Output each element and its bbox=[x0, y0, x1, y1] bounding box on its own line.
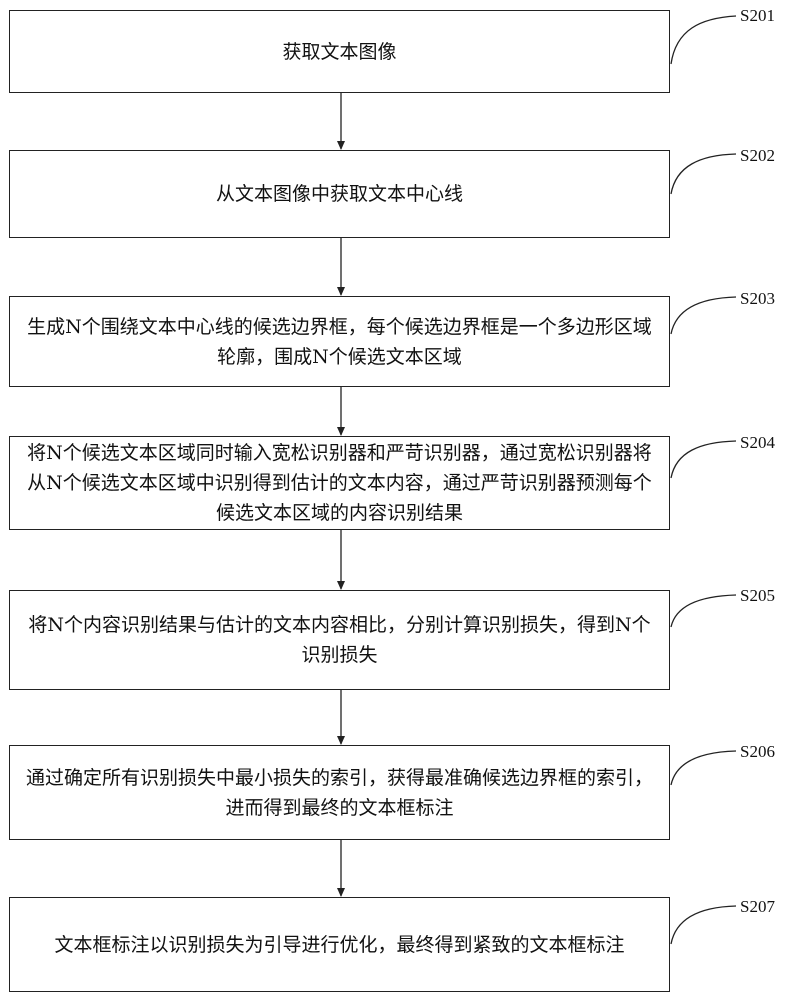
step-text: 文本框标注以识别损失为引导进行优化，最终得到紧致的文本框标注 bbox=[54, 933, 625, 956]
step-label-s201: S201 bbox=[740, 6, 775, 25]
step-box-s201: 获取文本图像 bbox=[9, 10, 670, 93]
step-label-s205: S205 bbox=[740, 586, 775, 605]
step-text: 从文本图像中获取文本中心线 bbox=[215, 183, 463, 205]
step-label-s207: S207 bbox=[740, 897, 775, 916]
leader-curve-s204 bbox=[670, 440, 737, 479]
leader-curve-s205 bbox=[670, 594, 737, 628]
step-text: 将N个内容识别结果与估计的文本内容相比，分别计算识别损失，得到N个识别损失 bbox=[28, 614, 651, 666]
step-box-s205: 将N个内容识别结果与估计的文本内容相比，分别计算识别损失，得到N个识别损失 bbox=[9, 590, 670, 690]
leader-curve-s207 bbox=[670, 905, 737, 945]
step-label-s202: S202 bbox=[740, 146, 775, 165]
step-label-s204: S204 bbox=[740, 433, 775, 452]
step-label-s203: S203 bbox=[740, 289, 775, 308]
step-box-s207: 文本框标注以识别损失为引导进行优化，最终得到紧致的文本框标注 bbox=[9, 897, 670, 992]
step-box-s206: 通过确定所有识别损失中最小损失的索引，获得最准确候选边界框的索引，进而得到最终的… bbox=[9, 745, 670, 840]
step-text: 通过确定所有识别损失中最小损失的索引，获得最准确候选边界框的索引，进而得到最终的… bbox=[25, 766, 653, 819]
leader-curve-s201 bbox=[670, 15, 737, 65]
leader-curve-s206 bbox=[670, 750, 737, 786]
step-box-s202: 从文本图像中获取文本中心线 bbox=[9, 150, 670, 238]
step-box-s203: 生成N个围绕文本中心线的候选边界框，每个候选边界框是一个多边形区域轮廓，围成N个… bbox=[9, 296, 670, 387]
step-label-s206: S206 bbox=[740, 742, 775, 761]
step-box-s204: 将N个候选文本区域同时输入宽松识别器和严苛识别器，通过宽松识别器将从N个候选文本… bbox=[9, 436, 670, 530]
step-text: 获取文本图像 bbox=[282, 40, 397, 63]
step-text: 将N个候选文本区域同时输入宽松识别器和严苛识别器，通过宽松识别器将从N个候选文本… bbox=[27, 442, 652, 524]
leader-curve-s203 bbox=[670, 296, 737, 335]
leader-curve-s202 bbox=[670, 153, 737, 195]
step-text: 生成N个围绕文本中心线的候选边界框，每个候选边界框是一个多边形区域轮廓，围成N个… bbox=[27, 315, 652, 368]
